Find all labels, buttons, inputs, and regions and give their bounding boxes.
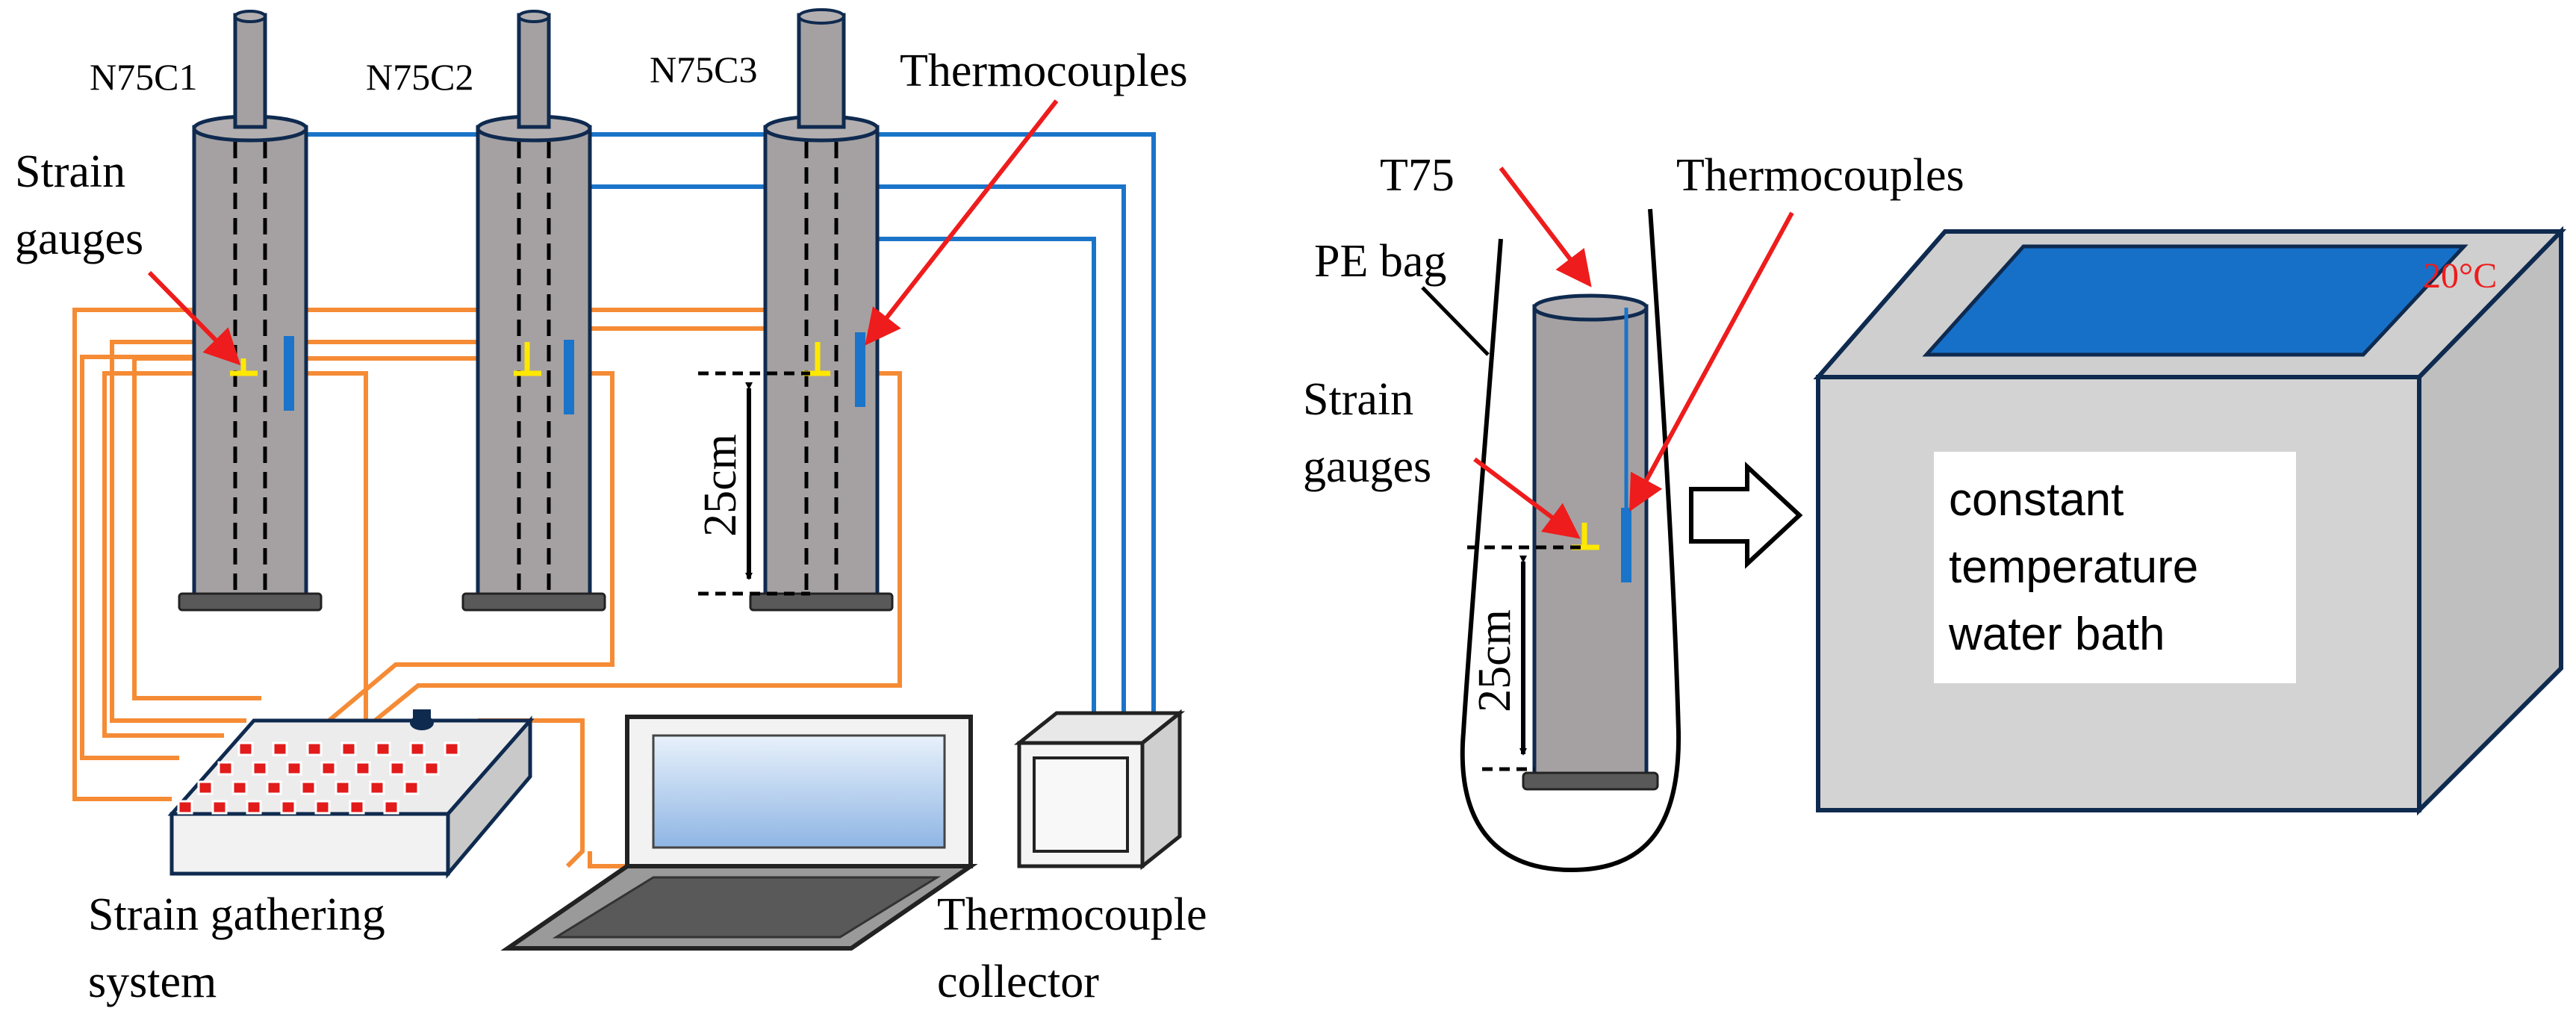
thermocouples-arrow-left: [865, 99, 1059, 346]
collector-label-line2: collector: [937, 957, 1099, 1007]
label-n75c2: N75C2: [366, 56, 473, 98]
laptop: [500, 715, 978, 951]
dimension-label-left: 25cm: [695, 434, 746, 537]
strain-gauges-label-left-line1: Strain: [15, 146, 125, 197]
strain-system-label-line2: system: [88, 957, 217, 1007]
strain-port: [306, 741, 323, 756]
temperature-label: 20°C: [2423, 256, 2497, 296]
strain-port: [389, 761, 405, 776]
thermocouple-collector: [1013, 709, 1186, 871]
strain-port: [349, 800, 365, 815]
bath-label-line3: water bath: [1948, 609, 2165, 660]
bath-label-line2: temperature: [1949, 541, 2198, 593]
strain-ports: [177, 741, 460, 815]
transfer-arrow: [1689, 461, 1803, 569]
strain-port: [423, 761, 440, 776]
collector-label-line1: Thermocouple: [937, 889, 1207, 940]
dimension-25cm-right: 25cm: [1467, 545, 1583, 771]
strain-port: [375, 741, 391, 756]
label-n75c1: N75C1: [90, 56, 197, 98]
water-surface: [1922, 244, 2468, 357]
dimension-25cm-left: 25cm: [695, 371, 810, 596]
label-n75c3: N75C3: [650, 49, 757, 90]
strain-port: [197, 780, 214, 795]
strain-port: [444, 741, 460, 756]
strain-port: [211, 800, 228, 815]
strain-port: [300, 780, 317, 795]
right-setup: 25cm T75 PE bag Thermocouples Strain gau…: [1303, 150, 2567, 873]
cylinder-n75c2: [461, 10, 606, 612]
bath-label-line1: constant: [1949, 474, 2124, 526]
strain-gauges-arrow-right: [1473, 457, 1581, 539]
strain-gauges-label-right-line1: Strain: [1303, 374, 1413, 425]
thermocouples-arrow-right: [1629, 211, 1794, 512]
strain-port: [272, 741, 288, 756]
thermocouples-label-left: Thermocouples: [900, 46, 1188, 96]
pe-bag-arrow: [1421, 286, 1490, 356]
pe-bag: [1460, 208, 1681, 873]
cylinder-n75c3: [749, 8, 894, 612]
strain-port: [280, 800, 296, 815]
strain-port: [314, 800, 331, 815]
strain-port: [355, 761, 371, 776]
strain-port: [286, 761, 302, 776]
water-bath: 20°C constant temperature water bath: [1813, 226, 2567, 816]
cylinder-n75c1: [178, 10, 323, 612]
strain-port: [369, 780, 385, 795]
cylinder-t75: [1522, 293, 1659, 791]
thermocouple-wires: [289, 132, 1156, 717]
strain-port: [231, 780, 248, 795]
strain-gauges-label-left-line2: gauges: [15, 214, 143, 264]
pe-bag-label: PE bag: [1314, 236, 1446, 287]
strain-port: [409, 741, 426, 756]
strain-port: [266, 780, 282, 795]
strain-port: [335, 780, 351, 795]
t75-label: T75: [1380, 150, 1455, 201]
dimension-label-right: 25cm: [1469, 609, 1520, 712]
strain-port: [217, 761, 234, 776]
strain-port: [320, 761, 337, 776]
strain-port: [252, 761, 268, 776]
strain-port: [237, 741, 254, 756]
strain-port: [340, 741, 357, 756]
thermocouples-label-right: Thermocouples: [1676, 150, 1964, 201]
strain-system-label-line1: Strain gathering: [88, 889, 385, 940]
strain-gauges-arrow-left: [147, 270, 241, 366]
strain-port: [403, 780, 420, 795]
left-setup: 25cm N75C1 N75C2 N75C3 Strain gauges The…: [15, 8, 1207, 1007]
strain-port: [246, 800, 262, 815]
strain-gauges-label-right-line2: gauges: [1303, 441, 1431, 492]
t75-arrow: [1499, 167, 1592, 287]
strain-gathering-system: [167, 709, 535, 879]
strain-port: [383, 800, 399, 815]
strain-port: [177, 800, 193, 815]
